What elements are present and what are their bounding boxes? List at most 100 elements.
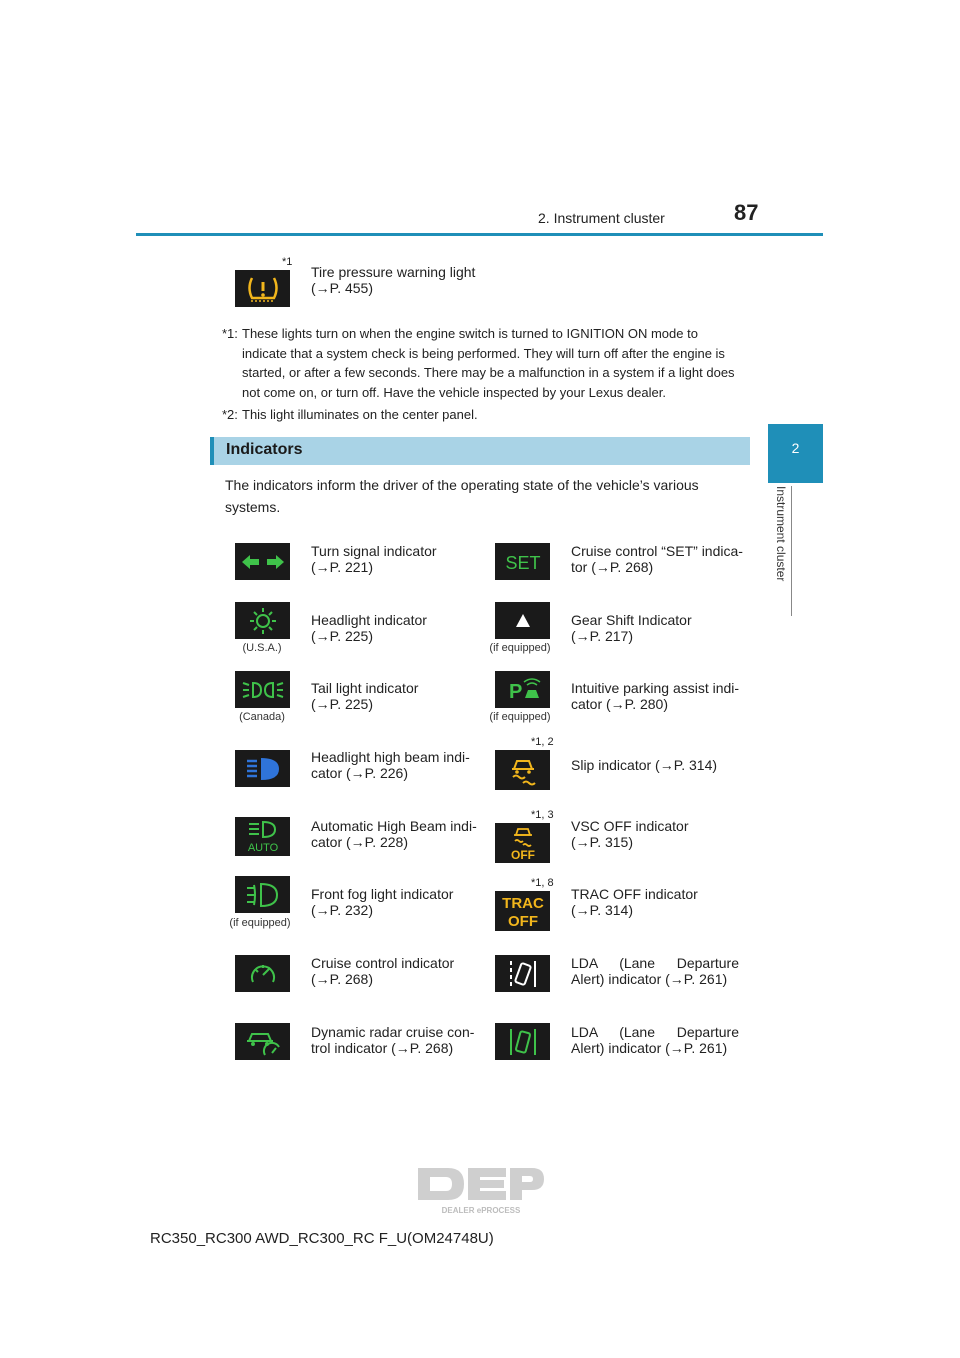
running-header-section: 2. Instrument cluster	[538, 210, 665, 226]
auto-high-beam-desc: Automatic High Beam indi- cator (→P. 228…	[311, 818, 477, 850]
footnote-1: *1: These lights turn on when the engine…	[222, 324, 745, 402]
svg-text:TRAC: TRAC	[502, 895, 544, 912]
trac-off-label: TRAC OFF indicator	[571, 886, 698, 902]
svg-text:P: P	[509, 681, 522, 703]
parking-assist-label: Intuitive parking assist indi-	[571, 680, 740, 696]
slip-note: *1, 2	[531, 736, 554, 748]
tire-title: Tire pressure warning light	[311, 264, 476, 280]
tire-ref[interactable]: (→P. 455)	[311, 280, 373, 296]
headlight-caption: (U.S.A.)	[242, 642, 282, 654]
lda-green-ref[interactable]: Alert) indicator (→P. 261)	[571, 1040, 728, 1056]
svg-text:AUTO: AUTO	[247, 842, 278, 854]
auto-high-beam-label: Automatic High Beam indi-	[311, 818, 477, 834]
front-fog-caption: (if equipped)	[229, 917, 291, 929]
svg-text:OFF: OFF	[508, 913, 538, 930]
vsc-off-label: VSC OFF indicator	[571, 818, 689, 834]
radar-cruise-ref[interactable]: trol indicator (→P. 268)	[311, 1040, 454, 1056]
document-code: RC350_RC300 AWD_RC300_RC F_U(OM24748U)	[150, 1230, 494, 1247]
cruise-set-text: SET	[505, 553, 540, 573]
gear-shift-ref[interactable]: (→P. 217)	[571, 628, 633, 644]
headlight-desc: Headlight indicator (→P. 225)	[311, 612, 427, 644]
cruise-set-label: Cruise control “SET” indica-	[571, 543, 743, 559]
gear-shift-caption: (if equipped)	[489, 642, 551, 654]
lda-icon	[495, 955, 550, 992]
high-beam-ref[interactable]: cator (→P. 226)	[311, 765, 409, 781]
cruise-control-icon	[235, 955, 290, 992]
slip-label[interactable]: Slip indicator (→P. 314)	[571, 757, 718, 773]
footnote-2: *2: This light illuminates on the center…	[222, 405, 745, 425]
lda-ref[interactable]: Alert) indicator (→P. 261)	[571, 971, 728, 987]
radar-cruise-label: Dynamic radar cruise con-	[311, 1024, 475, 1040]
cruise-control-ref[interactable]: (→P. 268)	[311, 971, 373, 987]
tire-desc: Tire pressure warning light (→P. 455)	[311, 264, 475, 296]
indicators-heading: Indicators	[226, 441, 303, 458]
gear-shift-desc: Gear Shift Indicator (→P. 217)	[571, 612, 692, 644]
front-fog-ref[interactable]: (→P. 232)	[311, 902, 373, 918]
footnote-1-text: These lights turn on when the engine swi…	[242, 326, 735, 400]
gear-shift-label: Gear Shift Indicator	[571, 612, 692, 628]
footnote-2-marker: *2:	[222, 407, 238, 422]
trac-off-ref[interactable]: (→P. 314)	[571, 902, 633, 918]
tire-pressure-icon	[235, 270, 290, 307]
page-number: 87	[734, 200, 759, 225]
chapter-tab-label: Instrument cluster	[774, 486, 788, 582]
turn-signal-desc: Turn signal indicator (→P. 221)	[311, 543, 437, 575]
headlight-ref[interactable]: (→P. 225)	[311, 628, 373, 644]
gear-shift-icon	[495, 602, 550, 639]
indicators-heading-bar: Indicators	[210, 437, 750, 465]
chapter-tab-rule	[791, 486, 792, 616]
lda-green-icon	[495, 1023, 550, 1060]
front-fog-desc: Front fog light indicator (→P. 232)	[311, 886, 453, 918]
trac-off-note: *1, 8	[531, 877, 554, 889]
vsc-off-note: *1, 3	[531, 809, 554, 821]
turn-signal-label: Turn signal indicator	[311, 543, 437, 559]
auto-high-beam-ref[interactable]: cator (→P. 228)	[311, 834, 409, 850]
slip-icon	[495, 750, 550, 790]
dealer-eprocess-logo: DEALER ePROCESS	[414, 1164, 548, 1216]
cruise-set-desc: Cruise control “SET” indica- tor (→P. 26…	[571, 543, 743, 575]
lda-green-desc: LDA (Lane Departure Alert) indicator (→P…	[571, 1024, 739, 1056]
cruise-control-label: Cruise control indicator	[311, 955, 455, 971]
indicators-intro: The indicators inform the driver of the …	[225, 477, 699, 515]
trac-off-desc: TRAC OFF indicator (→P. 314)	[571, 886, 698, 918]
front-fog-label: Front fog light indicator	[311, 886, 454, 902]
tire-note: *1	[282, 256, 293, 268]
footnote-2-text: This light illuminates on the center pan…	[242, 407, 478, 422]
lda-green-label: LDA (Lane Departure	[571, 1024, 739, 1040]
turn-signal-icon	[235, 543, 290, 580]
cruise-control-desc: Cruise control indicator (→P. 268)	[311, 955, 454, 987]
lda-desc: LDA (Lane Departure Alert) indicator (→P…	[571, 955, 739, 987]
headlight-label: Headlight indicator	[311, 612, 427, 628]
parking-assist-ref[interactable]: cator (→P. 280)	[571, 696, 669, 712]
vsc-off-icon: OFF	[495, 823, 550, 863]
high-beam-desc: Headlight high beam indi- cator (→P. 226…	[311, 749, 470, 781]
slip-desc: Slip indicator (→P. 314)	[571, 757, 717, 773]
trac-off-icon: TRAC OFF	[495, 891, 550, 931]
tail-light-desc: Tail light indicator (→P. 225)	[311, 680, 418, 712]
parking-assist-icon: P	[495, 671, 550, 708]
parking-assist-desc: Intuitive parking assist indi- cator (→P…	[571, 680, 739, 712]
logo-text: DEALER ePROCESS	[442, 1206, 521, 1215]
high-beam-label: Headlight high beam indi-	[311, 749, 470, 765]
tail-light-ref[interactable]: (→P. 225)	[311, 696, 373, 712]
turn-signal-ref[interactable]: (→P. 221)	[311, 559, 373, 575]
auto-high-beam-icon: AUTO	[235, 817, 290, 856]
vsc-off-ref[interactable]: (→P. 315)	[571, 834, 633, 850]
vsc-off-text: OFF	[511, 848, 535, 862]
radar-cruise-desc: Dynamic radar cruise con- trol indicator…	[311, 1024, 474, 1056]
tail-light-label: Tail light indicator	[311, 680, 419, 696]
tail-light-icon	[235, 671, 290, 708]
headlight-icon	[235, 602, 290, 639]
cruise-set-icon: SET	[495, 543, 550, 580]
chapter-tab[interactable]: 2	[768, 424, 823, 483]
header-rule	[136, 233, 823, 236]
tail-light-caption: (Canada)	[239, 711, 285, 723]
vsc-off-desc: VSC OFF indicator (→P. 315)	[571, 818, 688, 850]
footnote-1-marker: *1:	[222, 326, 238, 341]
radar-cruise-icon	[235, 1023, 290, 1060]
high-beam-icon	[235, 750, 290, 787]
lda-label: LDA (Lane Departure	[571, 955, 739, 971]
front-fog-icon	[235, 876, 290, 913]
parking-assist-caption: (if equipped)	[489, 711, 551, 723]
cruise-set-ref[interactable]: tor (→P. 268)	[571, 559, 654, 575]
